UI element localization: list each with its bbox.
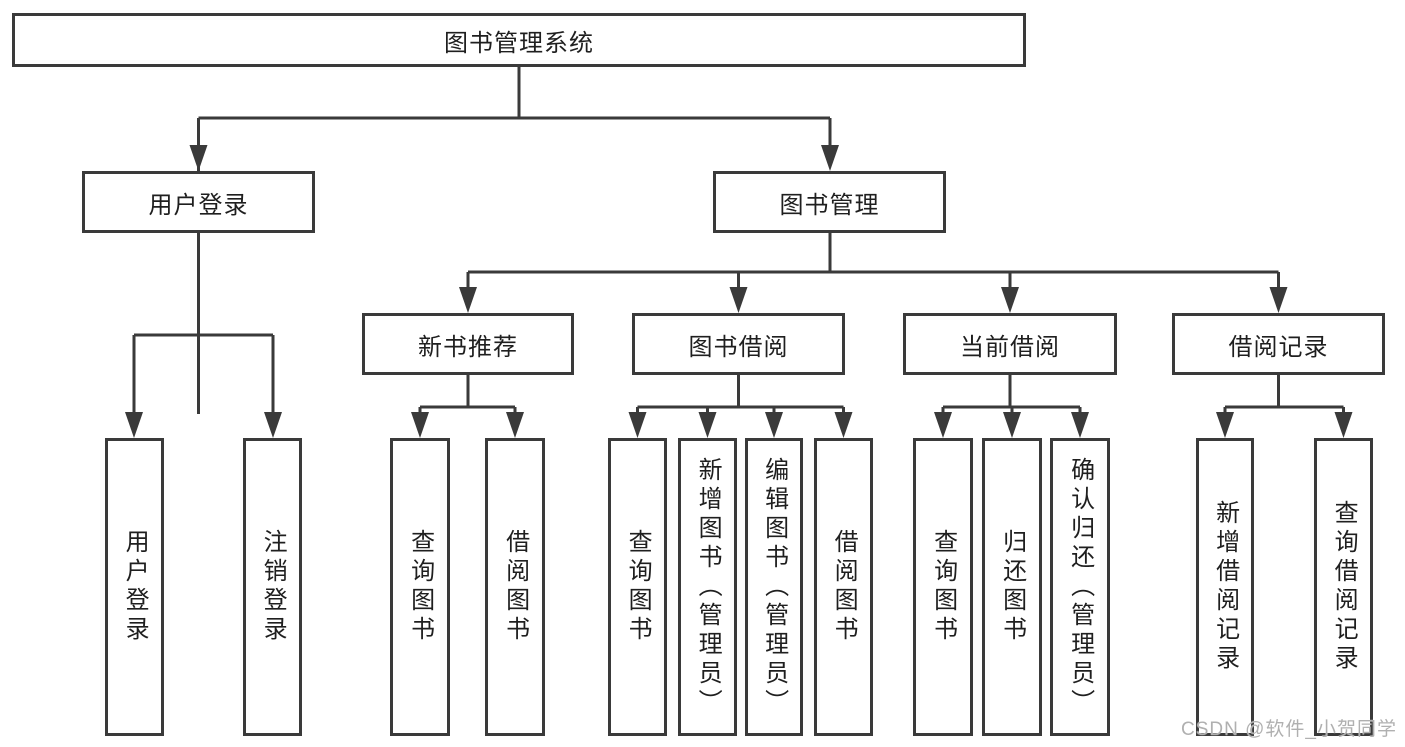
leaf-borrow-book: 借阅图书 xyxy=(814,438,873,736)
leaf-add-book-admin: 新增图书（管理员） xyxy=(678,438,737,736)
node-label: 归还图书 xyxy=(998,529,1026,645)
node-current-borrow: 当前借阅 xyxy=(903,313,1117,375)
node-label: 用户登录 xyxy=(148,191,249,219)
node-label: 查询图书 xyxy=(406,529,434,645)
node-label: 新书推荐 xyxy=(418,333,518,361)
node-label: 编辑图书（管理员） xyxy=(760,456,788,718)
node-root-system: 图书管理系统 xyxy=(12,13,1026,67)
node-label: 借阅图书 xyxy=(501,529,529,645)
leaf-user-login-action: 用户登录 xyxy=(105,438,164,736)
leaf-logout-action: 注销登录 xyxy=(243,438,302,736)
node-new-book-recommend: 新书推荐 xyxy=(362,313,574,375)
node-book-borrow: 图书借阅 xyxy=(632,313,845,375)
node-label: 确认归还（管理员） xyxy=(1066,456,1094,718)
node-label: 查询图书 xyxy=(624,529,652,645)
node-label: 借阅图书 xyxy=(830,529,858,645)
node-label: 图书借阅 xyxy=(688,333,789,361)
arrowhead-icons xyxy=(125,145,1353,438)
node-label: 用户登录 xyxy=(121,529,149,645)
leaf-query-books-recommend: 查询图书 xyxy=(390,438,450,736)
node-book-management: 图书管理 xyxy=(713,171,946,233)
node-user-login: 用户登录 xyxy=(82,171,315,233)
leaf-edit-book-admin: 编辑图书（管理员） xyxy=(745,438,803,736)
node-label: 新增借阅记录 xyxy=(1211,500,1239,674)
leaf-borrow-book-recommend: 借阅图书 xyxy=(485,438,545,736)
node-label: 查询借阅记录 xyxy=(1330,500,1358,674)
csdn-watermark: CSDN @软件_小贺同学 xyxy=(1181,719,1397,740)
node-label: 图书管理系统 xyxy=(444,29,594,57)
node-label: 查询图书 xyxy=(929,529,957,645)
leaf-return-book: 归还图书 xyxy=(982,438,1042,736)
leaf-query-books-borrow: 查询图书 xyxy=(608,438,667,736)
node-label: 注销登录 xyxy=(259,529,287,645)
leaf-query-borrow-record: 查询借阅记录 xyxy=(1314,438,1373,736)
node-label: 借阅记录 xyxy=(1228,333,1329,361)
node-borrow-records: 借阅记录 xyxy=(1172,313,1385,375)
node-label: 图书管理 xyxy=(779,191,880,219)
leaf-add-borrow-record: 新增借阅记录 xyxy=(1196,438,1254,736)
leaf-query-books-current: 查询图书 xyxy=(913,438,973,736)
node-label: 当前借阅 xyxy=(960,333,1060,361)
leaf-confirm-return-admin: 确认归还（管理员） xyxy=(1050,438,1110,736)
node-label: 新增图书（管理员） xyxy=(694,456,722,718)
